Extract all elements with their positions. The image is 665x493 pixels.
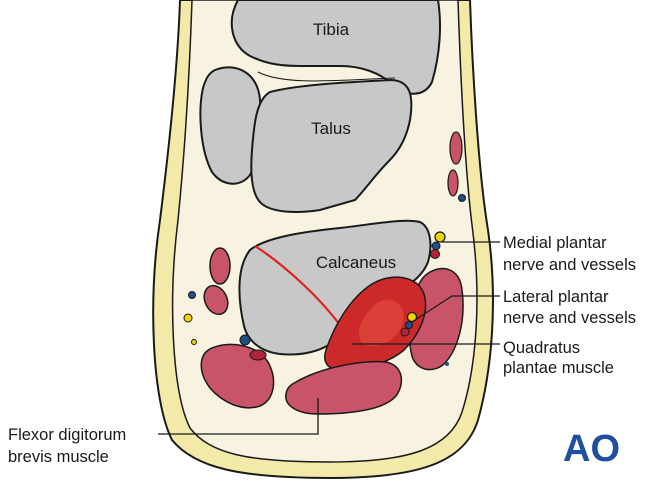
calcaneus-label: Calcaneus	[316, 253, 396, 272]
medial-plantar-label-line-2: nerve and vessels	[503, 256, 636, 274]
quadratus-label: Quadratus plantae muscle	[503, 339, 614, 377]
muscle-lateral-lower	[203, 284, 229, 316]
vein-medial-lower	[445, 362, 449, 366]
flexor-label: Flexor digitorum brevis muscle	[8, 426, 131, 466]
quadratus-highlight	[359, 299, 404, 347]
muscle-medial-small-2	[447, 169, 459, 197]
leader-lateral-plantar	[411, 295, 500, 323]
nerve-lateral-1	[183, 313, 193, 323]
fibula-bone	[199, 66, 262, 185]
vein-medial-upper	[458, 194, 466, 202]
medial-plantar-vein	[431, 241, 441, 251]
medial-plantar-label: Medial plantar nerve and vessels	[503, 234, 636, 274]
tibia-label: Tibia	[313, 20, 350, 39]
abductor-digiti-minimi-muscle	[200, 343, 275, 409]
vein-lateral-1	[188, 291, 196, 299]
quadratus-label-line-1: Quadratus	[503, 339, 580, 357]
fracture-line	[254, 245, 346, 333]
lateral-plantar-vein	[405, 321, 413, 329]
artery-plantar-lateral	[249, 349, 267, 361]
flexor-label-line-2: brevis muscle	[8, 448, 109, 466]
medial-plantar-label-line-1: Medial plantar	[503, 234, 607, 252]
leader-flexor	[158, 398, 319, 435]
quadratus-label-line-2: plantae muscle	[503, 359, 614, 377]
flexor-digitorum-brevis-muscle	[285, 360, 403, 415]
flexor-label-line-1: Flexor digitorum	[8, 426, 126, 444]
ao-logo: AO	[563, 428, 620, 470]
lateral-plantar-artery	[400, 327, 410, 337]
medial-plantar-nerve	[434, 231, 446, 243]
talus-bone	[250, 78, 413, 213]
lateral-plantar-label-line-2: nerve and vessels	[503, 309, 636, 327]
muscle-medial-small-1	[449, 131, 463, 165]
tibia-bone	[230, 0, 441, 95]
nerve-lateral-2	[191, 339, 197, 345]
talus-label: Talus	[311, 119, 351, 138]
muscle-lateral-upper	[209, 247, 231, 285]
vein-plantar-lateral	[239, 334, 251, 346]
joint-space-line	[257, 71, 396, 82]
lateral-plantar-label-line-1: Lateral plantar	[503, 288, 609, 306]
medial-plantar-artery	[430, 249, 440, 259]
lateral-plantar-label: Lateral plantar nerve and vessels	[503, 288, 636, 327]
